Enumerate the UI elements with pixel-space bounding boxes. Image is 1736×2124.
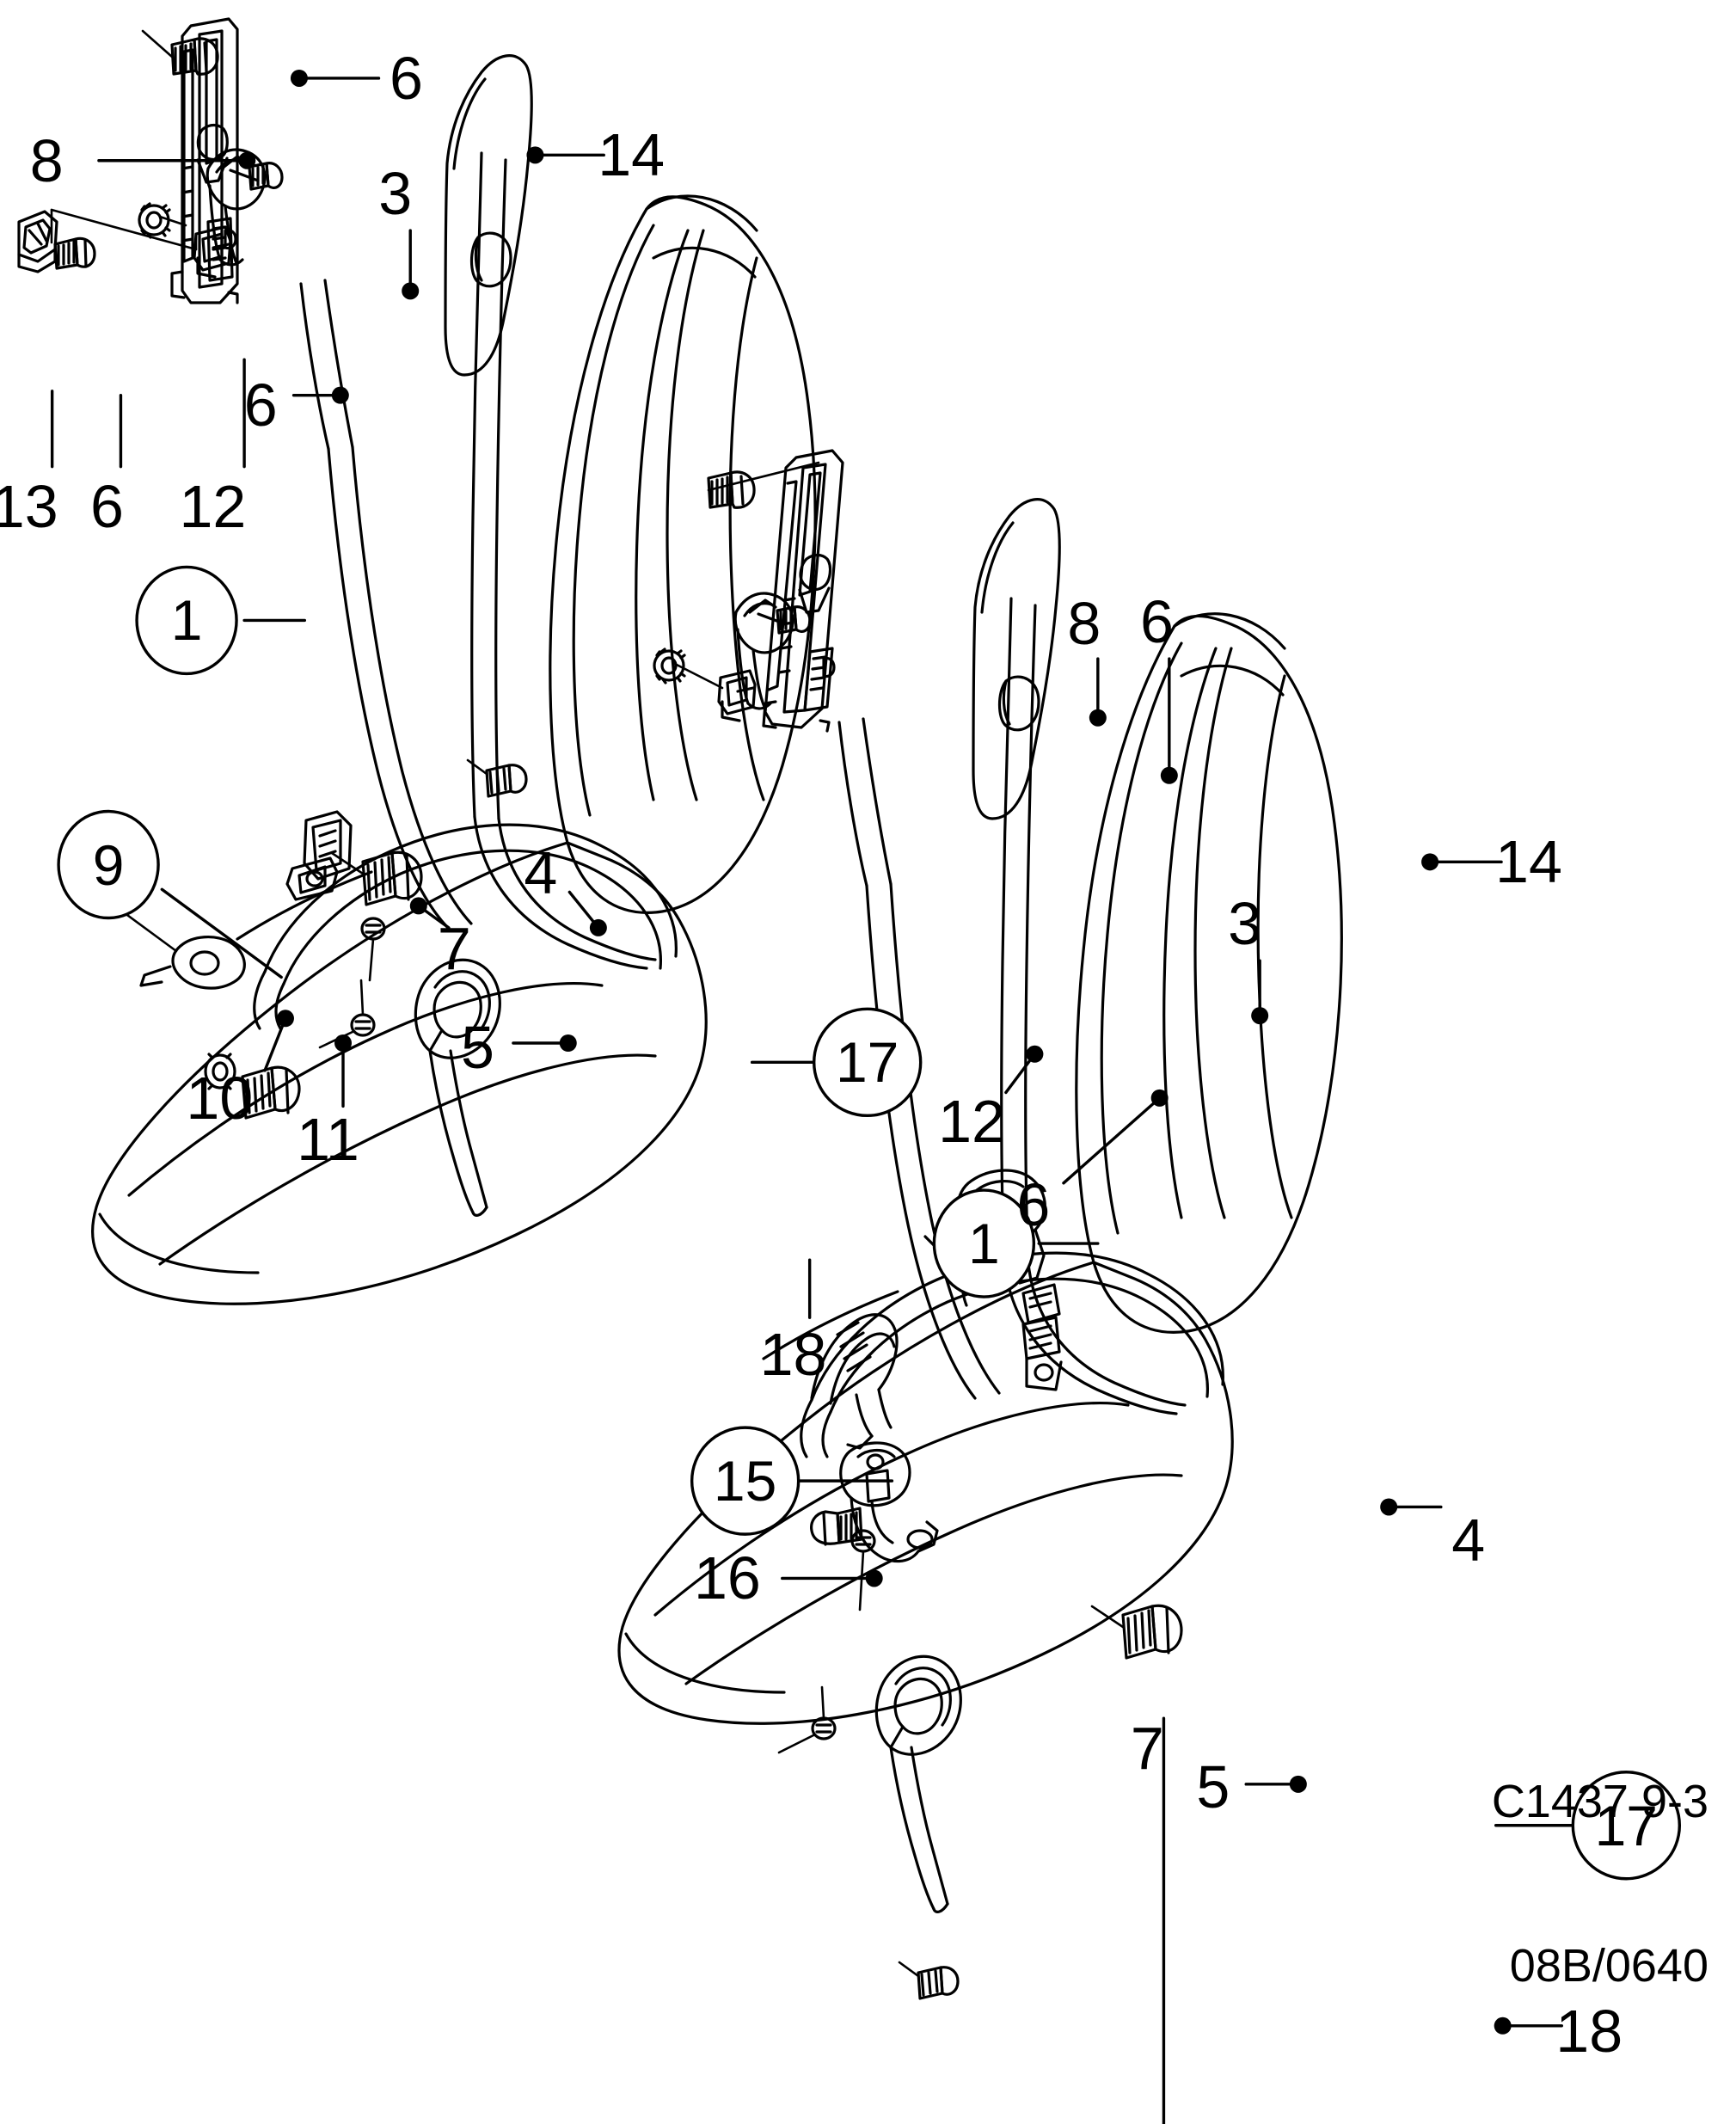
right-buckle-17	[874, 1654, 962, 1913]
leader-dot	[331, 386, 349, 404]
callout-number-c-8-left: 8	[29, 126, 64, 194]
right-bolt-16	[810, 1507, 863, 1546]
left-retractor-bracket	[100, 810, 353, 990]
callout-balloons	[57, 565, 1682, 1881]
left-nut-4	[360, 917, 386, 982]
callout-number-c-14-left: 14	[598, 121, 666, 189]
callout-number-c-1-right: 1	[968, 1212, 1000, 1276]
leader-line-6	[1062, 1096, 1162, 1185]
left-washer-12	[138, 202, 187, 239]
callout-number-c-7-left: 7	[437, 914, 471, 982]
callout-number-c-6-mid: 6	[243, 371, 278, 439]
leader-dot	[559, 1034, 577, 1052]
callout-number-c-4-right: 4	[1451, 1506, 1486, 1574]
right-guide-rail	[762, 449, 844, 733]
callout-number-c-3-right: 3	[1228, 890, 1262, 958]
leader-dot	[865, 1569, 883, 1587]
callout-number-c-12-left: 12	[179, 472, 247, 540]
leader-dot	[1289, 1775, 1307, 1793]
callout-number-c-17-right: 17	[1594, 1793, 1659, 1857]
right-belt-guide-clip	[717, 669, 757, 722]
left-belt-guide-clip	[193, 225, 232, 279]
right-bolt-18	[898, 1961, 960, 2000]
right-seat-cushion-and-back	[617, 612, 1343, 1725]
callout-number-c-10: 10	[186, 1064, 254, 1132]
leader-dot	[526, 146, 544, 164]
leader-dot	[334, 1034, 353, 1052]
leader-dot	[1160, 766, 1178, 784]
right-top-bolt	[707, 461, 820, 509]
left-seat-cushion-and-back	[91, 194, 817, 1305]
callout-number-c-1-left: 1	[170, 588, 203, 653]
callout-number-c-18-left: 18	[759, 1321, 827, 1389]
left-pillar-trim-cover	[444, 54, 533, 377]
right-nut-5	[777, 1685, 837, 1754]
leader-dot	[409, 897, 427, 915]
left-bolt-18	[466, 758, 528, 798]
leader-dot	[238, 151, 256, 169]
callout-number-c-8-right: 8	[1067, 589, 1101, 657]
leader-dot	[1494, 2017, 1512, 2035]
callout-balloon-17	[1571, 1771, 1682, 1881]
callout-number-c-18-right: 18	[1555, 1998, 1623, 2066]
leader-dot	[1421, 853, 1439, 871]
callout-balloon-1	[932, 1188, 1036, 1298]
left-bolt-7	[330, 850, 423, 906]
callout-number-c-17-left: 17	[835, 1030, 899, 1095]
right-nut-4	[850, 1529, 876, 1611]
callout-number-c-14-right: 14	[1495, 828, 1562, 896]
callout-balloon-17	[813, 1007, 923, 1118]
footer-revision-code: 08B/0640	[1509, 1939, 1708, 1992]
left-washer-10	[204, 1053, 236, 1090]
callout-number-c-3-left: 3	[378, 160, 413, 228]
callout-number-c-7-right: 7	[1130, 1715, 1164, 1783]
leader-dot	[402, 282, 420, 300]
callout-number-c-9: 9	[92, 832, 125, 897]
leader-dot	[290, 69, 308, 87]
left-bolt-11	[241, 1065, 301, 1120]
callout-number-c-15: 15	[713, 1449, 777, 1513]
leader-line-10	[263, 1016, 287, 1072]
callout-number-c-16: 16	[693, 1544, 761, 1612]
left-belt-webbing	[253, 151, 678, 1030]
leader-dot	[1026, 1045, 1044, 1063]
right-height-adjuster-15	[810, 1313, 939, 1563]
leader-dot	[589, 918, 607, 936]
callout-number-c-5-left: 5	[460, 1013, 494, 1081]
leader-dot	[1251, 1007, 1269, 1025]
callout-balloon-9	[57, 809, 160, 920]
leader-dot	[1150, 1089, 1169, 1107]
callout-number-c-6-right-low: 6	[1016, 1171, 1051, 1239]
right-pillar-trim-cover	[972, 498, 1061, 820]
callout-number-c-5-right: 5	[1196, 1753, 1230, 1821]
callout-number-c-12-right: 12	[938, 1087, 1005, 1155]
leader-dot	[276, 1010, 294, 1028]
callout-number-c-6-lower: 6	[90, 472, 124, 540]
drawing-footer: C1437 9-3 08B/0640	[1492, 1665, 1708, 2103]
leader-dot	[1089, 709, 1107, 727]
left-top-bolt	[141, 29, 219, 76]
callout-balloon-1	[135, 565, 238, 676]
left-bracket-bolt	[53, 236, 96, 270]
right-washer-12	[653, 648, 724, 690]
callout-number-c-11: 11	[297, 1105, 359, 1173]
callout-number-c-13: 13	[0, 472, 58, 540]
right-bolt-7	[1090, 1604, 1183, 1660]
callout-balloon-15	[690, 1426, 801, 1536]
left-buckle-17	[414, 958, 501, 1217]
callout-number-c-6-right-top: 6	[1139, 588, 1174, 655]
leader-dot	[1380, 1498, 1398, 1516]
footer-drawing-code: C1437 9-3	[1491, 1775, 1708, 1827]
callout-leaders	[50, 69, 1573, 2124]
leader-line-9	[160, 887, 283, 979]
callout-number-c-6-top: 6	[389, 44, 423, 112]
callout-number-c-4-left: 4	[524, 839, 558, 907]
